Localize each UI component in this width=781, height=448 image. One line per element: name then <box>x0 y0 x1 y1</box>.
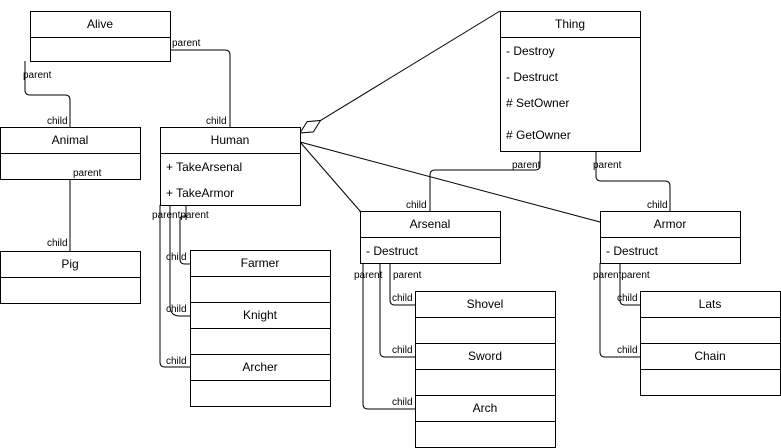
class-pig-name: Pig <box>61 257 78 271</box>
parent-label: parent <box>512 160 541 171</box>
child-label: child <box>617 345 638 356</box>
class-farmer-name: Farmer <box>241 256 280 270</box>
class-sword[interactable]: Sword <box>415 343 556 396</box>
classes: Alive Thing- Destroy - Destruct # SetOwner #… <box>0 11 781 448</box>
parent-label: parent <box>593 160 622 171</box>
child-label: child <box>406 200 427 211</box>
class-shovel-name: Shovel <box>467 297 504 311</box>
edge-lats-armor <box>619 263 640 306</box>
child-label: child <box>392 293 413 304</box>
parent-label: parent <box>172 38 201 49</box>
child-label: child <box>47 116 68 127</box>
class-human-member: + TakeArmor <box>166 186 234 200</box>
parent-label: parent <box>23 70 52 81</box>
edge-human-alive <box>170 49 231 127</box>
parent-label: parentparent <box>152 210 209 221</box>
edge-knight-human <box>169 205 190 317</box>
class-alive-name: Alive <box>87 17 113 31</box>
class-armor-member: - Destruct <box>606 244 659 258</box>
class-armor-name: Armor <box>654 217 687 231</box>
class-sword-name: Sword <box>468 349 502 363</box>
edge-sword-arsenal <box>379 263 415 358</box>
class-archer-name: Archer <box>242 360 277 374</box>
edge-arch-arsenal <box>362 263 415 410</box>
child-label: child <box>166 356 187 367</box>
class-lats-name: Lats <box>699 297 722 311</box>
class-arch-name: Arch <box>473 401 498 415</box>
edge-armor-thing <box>595 151 671 211</box>
parent-label: parent <box>354 270 383 281</box>
class-lats[interactable]: Lats <box>640 291 781 344</box>
edge-human-thing <box>299 10 501 134</box>
edge-human-armor <box>299 141 601 223</box>
class-arch[interactable]: Arch <box>415 395 556 448</box>
class-thing-member: # GetOwner <box>506 128 571 142</box>
class-arsenal-name: Arsenal <box>410 217 451 231</box>
class-farmer[interactable]: Farmer <box>190 250 331 303</box>
edge-chain-armor <box>599 263 640 358</box>
class-human-name: Human <box>211 133 250 147</box>
child-label: child <box>166 252 187 263</box>
class-arsenal-member: - Destruct <box>366 244 419 258</box>
child-label: child <box>392 345 413 356</box>
edge-labels: parentchildparentchildparentchildparentp… <box>23 38 668 408</box>
class-shovel[interactable]: Shovel <box>415 291 556 344</box>
parent-label: parentparent <box>593 270 650 281</box>
class-thing-member: - Destroy <box>506 44 555 58</box>
child-label: child <box>47 238 68 249</box>
child-label: child <box>166 304 187 315</box>
edge-human-arsenal <box>299 141 361 212</box>
class-thing-frame <box>500 11 641 152</box>
child-label: child <box>392 397 413 408</box>
child-label: child <box>647 200 668 211</box>
edge-farmer-human <box>179 205 190 265</box>
class-pig[interactable]: Pig <box>0 251 141 304</box>
class-chain[interactable]: Chain <box>640 343 781 396</box>
class-human-member: + TakeArsenal <box>166 160 242 174</box>
class-arsenal[interactable]: Arsenal - Destruct <box>360 211 501 264</box>
class-knight-name: Knight <box>243 308 278 322</box>
aggregation-diamond-thing <box>299 119 322 134</box>
class-armor[interactable]: Armor - Destruct <box>600 211 741 264</box>
class-thing-member: # SetOwner <box>506 96 569 110</box>
class-thing[interactable]: Thing- Destroy - Destruct # SetOwner # GetO… <box>500 11 641 152</box>
class-alive[interactable]: Alive <box>30 11 171 62</box>
parent-label: parent <box>393 270 422 281</box>
edge-shovel-arsenal <box>389 263 415 306</box>
child-label: child <box>617 293 638 304</box>
class-knight[interactable]: Knight <box>190 302 331 355</box>
edge-arsenal-thing <box>429 151 541 211</box>
class-archer[interactable]: Archer <box>190 354 331 407</box>
edge-archer-human <box>159 205 190 368</box>
class-thing-name: Thing <box>555 17 585 31</box>
edge-animal-alive <box>24 61 71 127</box>
class-chain-name: Chain <box>694 349 725 363</box>
class-human[interactable]: Human + TakeArsenal + TakeArmor <box>160 127 301 206</box>
class-animal[interactable]: Animal <box>0 127 141 180</box>
parent-label: parent <box>73 168 102 179</box>
child-label: child <box>206 116 227 127</box>
class-alive-frame <box>30 11 171 62</box>
edges <box>24 10 671 410</box>
class-thing-member: - Destruct <box>506 70 559 84</box>
class-human-frame <box>160 127 301 206</box>
class-animal-name: Animal <box>52 133 89 147</box>
